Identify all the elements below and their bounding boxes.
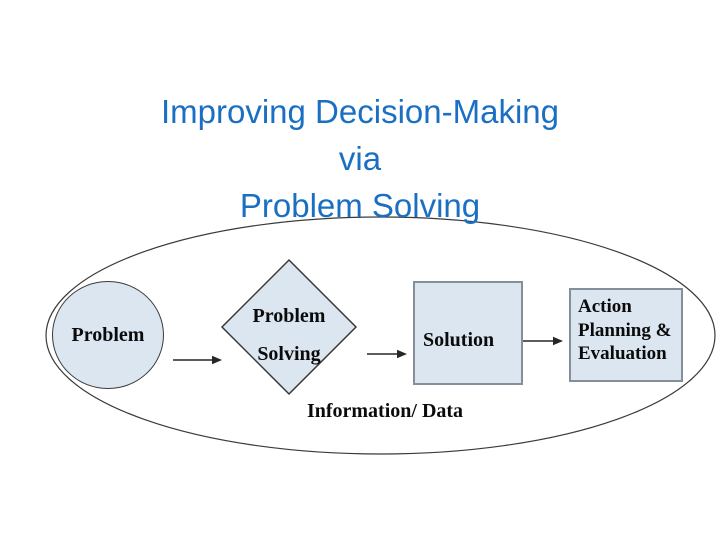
node-action-box: Action Planning & Evaluation: [569, 288, 683, 382]
action-label-line-3: Evaluation: [578, 343, 667, 364]
node-solution-label: Solution: [423, 328, 495, 351]
arrow-solving-to-solution: [367, 349, 407, 359]
arrow-problem-to-solving: [173, 355, 222, 365]
arrow-solution-to-action: [523, 336, 563, 346]
node-problem-solving-label: Problem Solving: [222, 297, 356, 373]
title-line-3: Problem Solving: [239, 187, 481, 224]
diamond-label-line-1: Problem: [252, 305, 326, 327]
node-problem-circle: Problem: [52, 281, 164, 389]
problem-solving-diamond-shape: [220, 258, 358, 396]
title-line-1: Improving Decision-Making: [161, 93, 559, 130]
node-solution-box: Solution: [413, 281, 523, 385]
information-data-caption: Information/ Data: [306, 400, 464, 422]
diamond-label-line-2: Solving: [257, 343, 321, 365]
node-problem-label: Problem: [71, 323, 145, 346]
title-line-2: via: [338, 140, 382, 177]
slide-title: Improving Decision-Making via Problem So…: [0, 88, 720, 229]
action-label-line-2: Planning &: [578, 319, 672, 341]
action-label-line-1: Action: [578, 296, 632, 317]
context-boundary-ellipse: [45, 216, 716, 455]
